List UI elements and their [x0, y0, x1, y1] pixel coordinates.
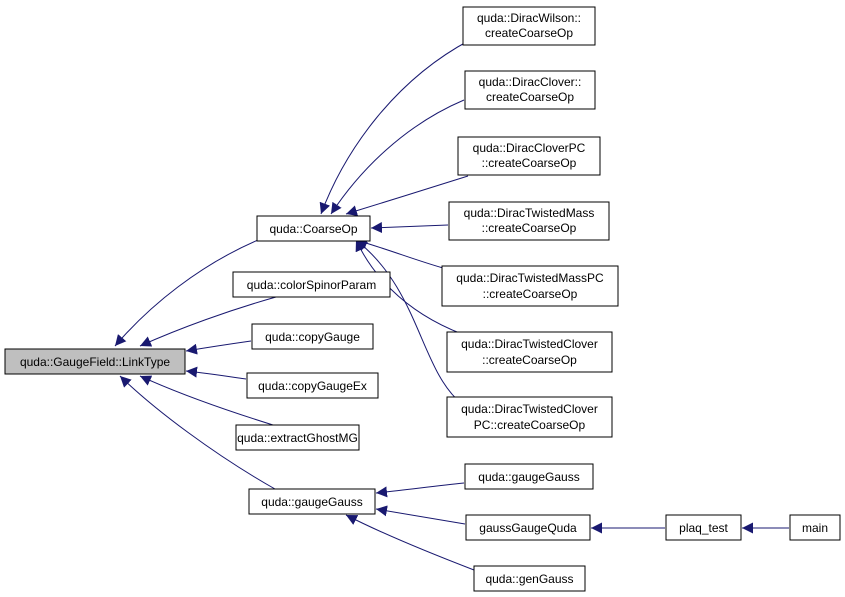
node-copygauge-label: quda::copyGauge: [265, 330, 360, 344]
edge-colorspinor-to-linktype: [139, 296, 277, 347]
node-gengauss[interactable]: quda::genGauss: [473, 565, 586, 592]
node-plaqtest-label: plaq_test: [679, 521, 728, 535]
node-extractghost[interactable]: quda::extractGhostMG: [235, 424, 360, 451]
edge-gaugegauss2-to-gaugegauss: [375, 482, 465, 498]
edge-gaussgaugequda-to-gaugegauss: [375, 505, 466, 525]
edge-dirtwmass-to-coarseop: [370, 222, 449, 234]
nodes: quda::GaugeField::LinkType quda::CoarseO…: [4, 6, 841, 592]
edge-diraccloverpc-to-coarseop: [345, 175, 469, 217]
node-gaugegauss[interactable]: quda::gaugeGauss: [248, 488, 376, 515]
edge-copygaugeex-to-linktype: [185, 366, 247, 380]
node-linktype-label: quda::GaugeField::LinkType: [20, 355, 170, 369]
node-copygaugeex-label: quda::copyGaugeEx: [258, 379, 367, 393]
edge-dirtwcloverpc-to-coarseop: [355, 239, 463, 405]
node-dirtwmass[interactable]: quda::DiracTwistedMass ::createCoarseOp: [448, 201, 610, 241]
edge-extractghost-to-linktype: [139, 375, 274, 426]
node-dirtwmasspc-label-1: quda::DiracTwistedMassPC: [456, 271, 604, 285]
node-dirtwclover-label-2: ::createCoarseOp: [482, 353, 577, 367]
node-gaussgaugequda-label: gaussGaugeQuda: [479, 521, 577, 535]
edge-diracwilson-to-coarseop: [319, 39, 471, 215]
node-diraccloverpc[interactable]: quda::DiracCloverPC ::createCoarseOp: [457, 136, 601, 176]
edge-diracclover-to-coarseop: [330, 99, 465, 215]
node-dirtwmass-label-1: quda::DiracTwistedMass: [464, 206, 595, 220]
edges: [114, 39, 789, 571]
node-coarseop-label: quda::CoarseOp: [269, 222, 357, 236]
node-diracwilson[interactable]: quda::DiracWilson:: createCoarseOp: [462, 6, 596, 46]
node-dirtwcloverpc[interactable]: quda::DiracTwistedClover PC::createCoars…: [446, 396, 613, 438]
node-dirtwcloverpc-label-1: quda::DiracTwistedClover: [461, 402, 598, 416]
node-colorspinor-label: quda::colorSpinorParam: [247, 278, 376, 292]
node-diracclover[interactable]: quda::DiracClover:: createCoarseOp: [464, 70, 596, 110]
node-main-label: main: [802, 521, 828, 535]
node-dirtwclover[interactable]: quda::DiracTwistedClover ::createCoarseO…: [446, 331, 613, 373]
node-coarseop[interactable]: quda::CoarseOp: [256, 215, 371, 242]
node-dirtwcloverpc-label-2: PC::createCoarseOp: [474, 418, 586, 432]
node-extractghost-label: quda::extractGhostMG: [237, 431, 358, 445]
node-gaussgaugequda[interactable]: gaussGaugeQuda: [465, 514, 591, 541]
edge-gengauss-to-gaugegauss: [345, 514, 475, 571]
node-diracwilson-label-1: quda::DiracWilson::: [477, 11, 581, 25]
node-plaqtest[interactable]: plaq_test: [665, 514, 742, 541]
node-diracclover-label-2: createCoarseOp: [486, 90, 574, 104]
node-dirtwclover-label-1: quda::DiracTwistedClover: [461, 337, 598, 351]
edge-copygauge-to-linktype: [185, 340, 252, 355]
node-gaugegauss2-label: quda::gaugeGauss: [478, 470, 579, 484]
node-gaugegauss-label: quda::gaugeGauss: [261, 495, 362, 509]
node-diracwilson-label-2: createCoarseOp: [485, 26, 573, 40]
node-dirtwmasspc-label-2: ::createCoarseOp: [483, 287, 578, 301]
node-diraccloverpc-label-2: ::createCoarseOp: [482, 156, 577, 170]
node-gengauss-label: quda::genGauss: [485, 572, 573, 586]
node-dirtwmass-label-2: ::createCoarseOp: [482, 221, 577, 235]
node-diraccloverpc-label-1: quda::DiracCloverPC: [473, 141, 586, 155]
node-diracclover-label-1: quda::DiracClover::: [479, 75, 582, 89]
node-copygaugeex[interactable]: quda::copyGaugeEx: [246, 372, 379, 399]
node-copygauge[interactable]: quda::copyGauge: [251, 323, 374, 350]
edge-coarseop-to-linktype: [114, 239, 259, 347]
node-gaugegauss2[interactable]: quda::gaugeGauss: [464, 463, 594, 490]
node-colorspinor[interactable]: quda::colorSpinorParam: [232, 271, 391, 298]
node-main[interactable]: main: [789, 514, 841, 541]
edge-gaugegauss-to-linktype: [119, 375, 276, 490]
node-dirtwmasspc[interactable]: quda::DiracTwistedMassPC ::createCoarseO…: [441, 265, 619, 307]
node-linktype[interactable]: quda::GaugeField::LinkType: [4, 348, 186, 375]
